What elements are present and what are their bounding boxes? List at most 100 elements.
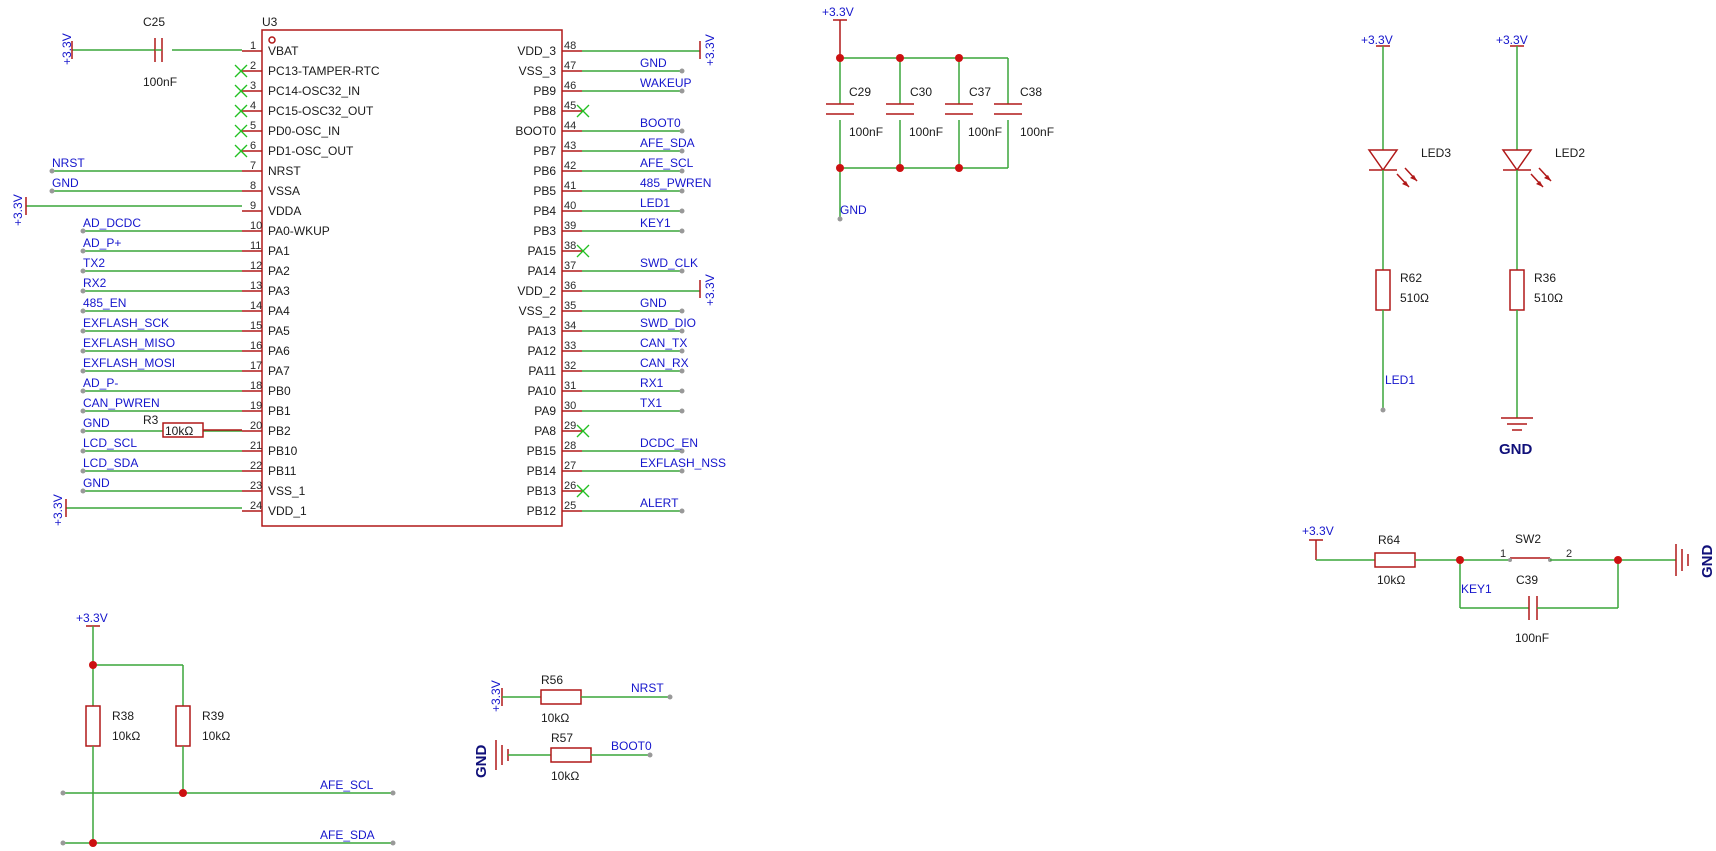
pin-name: VSSA	[268, 184, 300, 198]
pin-name: PB8	[533, 104, 556, 118]
sw2-pin1: 1	[1500, 548, 1506, 560]
net-label: AFE_SDA	[640, 136, 695, 150]
net-label: GND	[640, 56, 667, 70]
pin-name: PA14	[528, 264, 557, 278]
nrst-pullup[interactable]: +3.3V R56 10kΩ NRST	[489, 673, 673, 725]
net-label: GND	[640, 296, 667, 310]
net-endpoint	[679, 88, 685, 94]
pin-name: PA15	[528, 244, 557, 258]
pin-number: 27	[564, 460, 576, 472]
pin-number: 41	[564, 180, 576, 192]
pin-name: PA7	[268, 364, 290, 378]
pin-name: PB10	[268, 444, 298, 458]
vcc-label-vdd2: +3.3V	[703, 274, 717, 306]
pin-number: 42	[564, 160, 576, 172]
afe-pullups[interactable]: +3.3V R38 10kΩ R39 10kΩ AFE_SCL AFE_SDA	[60, 611, 396, 847]
pin-name: VDD_2	[517, 284, 556, 298]
pin-number: 15	[250, 320, 262, 332]
pin-name: PB13	[527, 484, 557, 498]
net-label: EXFLASH_MISO	[83, 336, 175, 350]
pin-name: PB5	[533, 184, 556, 198]
led2-branch[interactable]: +3.3V LED2 GND R36 510Ω	[1496, 33, 1585, 458]
r3-resistor[interactable]: R3 10kΩ	[143, 413, 242, 438]
net-endpoint	[80, 248, 86, 254]
r36-ref: R36	[1534, 271, 1556, 285]
net-endpoint	[679, 308, 685, 314]
net-endpoint	[80, 268, 86, 274]
vdd3-power: +3.3V	[699, 34, 717, 66]
net-label: GND	[83, 476, 110, 490]
pin-number: 8	[250, 180, 256, 192]
pin-name: PA6	[268, 344, 290, 358]
r57-ref: R57	[551, 731, 573, 745]
pin-number: 9	[250, 200, 256, 212]
pin-number: 44	[564, 120, 576, 132]
net-label: CAN_PWREN	[83, 396, 160, 410]
boot0-pulldown[interactable]: GND R57 10kΩ BOOT0	[473, 731, 653, 783]
led3-branch[interactable]: +3.3V LED3 R62 510Ω LED1	[1361, 33, 1451, 413]
pin-name: PC15-OSC32_OUT	[268, 104, 374, 118]
svg-text:C38: C38	[1020, 85, 1042, 99]
key-circuit[interactable]: +3.3V GND R64 10kΩ SW2 1 2 C39 100nF KEY…	[1302, 524, 1716, 645]
net-label: EXFLASH_SCK	[83, 316, 169, 330]
pin-name: PA10	[528, 384, 557, 398]
net-endpoint	[80, 368, 86, 374]
net-label: RX1	[640, 376, 664, 390]
pin-number: 10	[250, 220, 262, 232]
net-endpoint	[80, 428, 86, 434]
